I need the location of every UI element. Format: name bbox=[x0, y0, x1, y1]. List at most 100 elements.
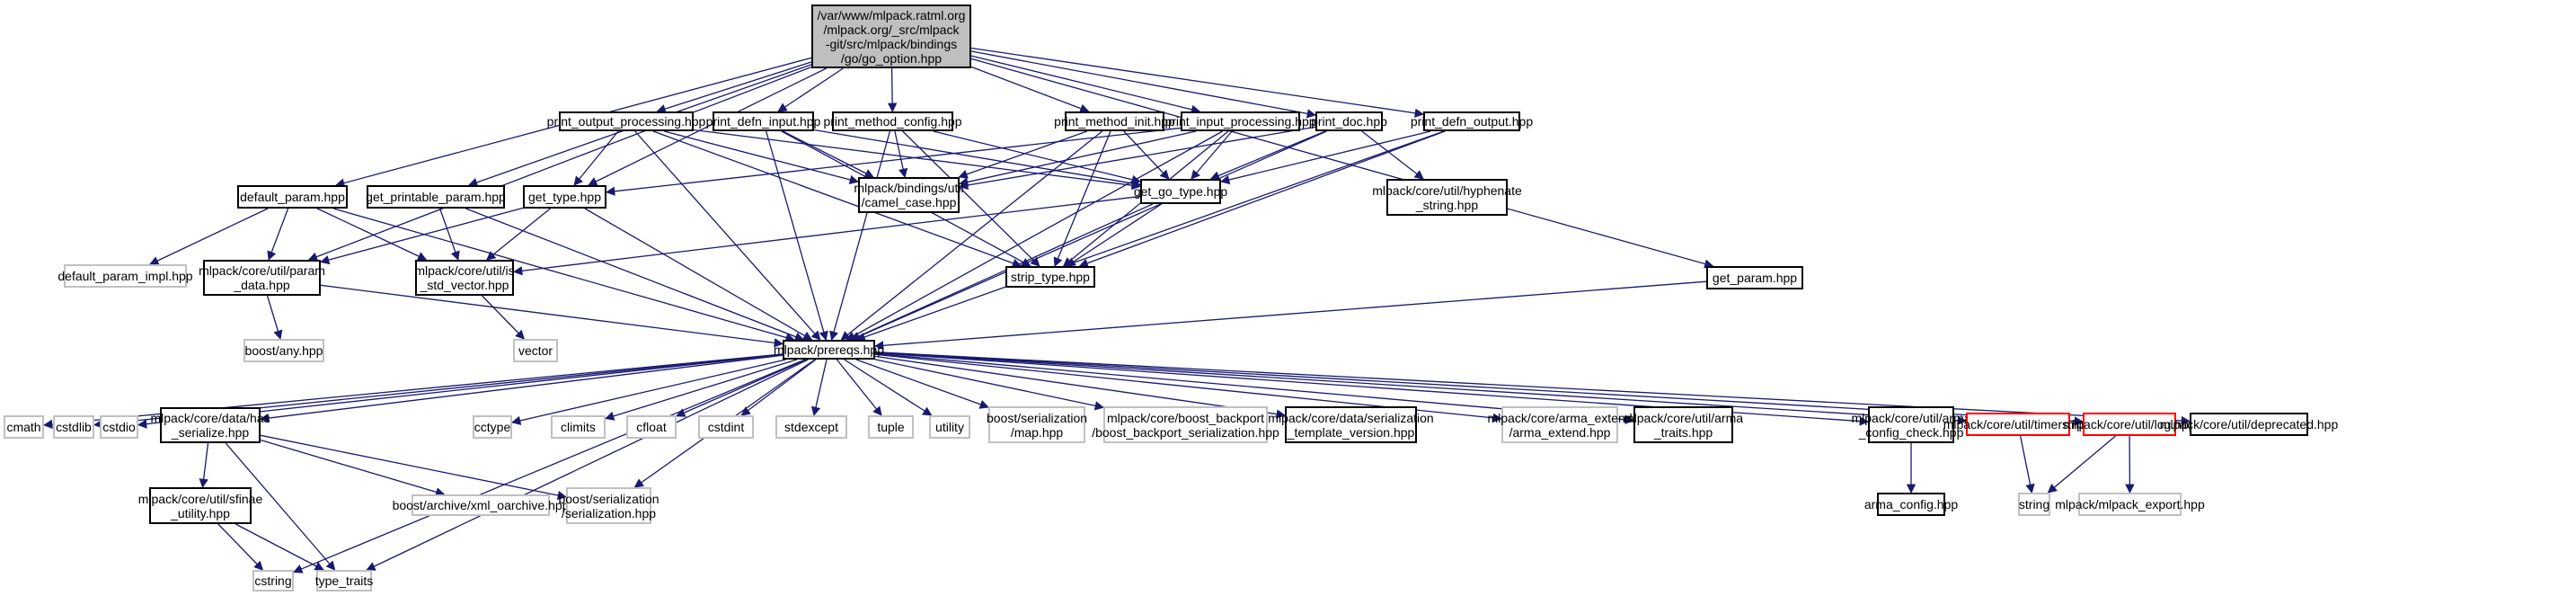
node-sfinae-utility[interactable]: mlpack/core/util/sfinae _utility.hpp bbox=[138, 487, 262, 524]
edge-prereqs-to-deprecated bbox=[874, 351, 2191, 426]
edge-print_method_config-to-get_go_type bbox=[933, 130, 1142, 184]
node-get-param[interactable]: get_param.hpp bbox=[1706, 266, 1803, 289]
node-cfloat[interactable]: cfloat bbox=[626, 415, 677, 439]
node-mlpack-export[interactable]: mlpack/mlpack_export.hpp bbox=[2055, 493, 2205, 516]
node-param-data[interactable]: mlpack/core/util/param _data.hpp bbox=[199, 260, 325, 296]
edge-print_method_config-to-strip_type bbox=[902, 130, 1040, 267]
edge-prereqs-to-boost_map bbox=[855, 359, 989, 409]
node-boost-map[interactable]: boost/serialization /map.hpp bbox=[987, 406, 1087, 443]
node-cstdint[interactable]: cstdint bbox=[698, 415, 754, 439]
node-root-go-option[interactable]: /var/www/mlpack.ratml.org /mlpack.org/_s… bbox=[811, 4, 971, 68]
node-deprecated[interactable]: mlpack/core/util/deprecated.hpp bbox=[2160, 413, 2338, 436]
edge-print_output_processing-to-strip_type bbox=[652, 130, 1022, 268]
edge-print_defn_input-to-prereqs bbox=[766, 130, 828, 341]
edge-default_param-to-default_param_impl bbox=[149, 208, 269, 265]
edge-default_param-to-is_std_vector bbox=[316, 208, 428, 261]
edge-prereqs-to-cctype bbox=[510, 359, 786, 425]
edge-print_doc-to-hyphenate_string bbox=[1361, 130, 1424, 180]
edge-get_param-to-prereqs bbox=[873, 280, 1707, 351]
edge-print_method_config-to-camel_case bbox=[894, 130, 908, 179]
edge-prereqs-to-cstring bbox=[293, 359, 806, 574]
node-get-type[interactable]: get_type.hpp bbox=[523, 185, 606, 209]
edge-log-to-string bbox=[2047, 435, 2116, 494]
edge-get_go_type-to-is_std_vector bbox=[512, 195, 1141, 276]
node-default-param[interactable]: default_param.hpp bbox=[237, 185, 348, 209]
edge-prereqs-to-cfloat bbox=[676, 359, 807, 417]
node-cmath[interactable]: cmath bbox=[4, 415, 44, 439]
node-xml-oarchive[interactable]: boost/archive/xml_oarchive.hpp bbox=[393, 494, 569, 516]
edge-print_defn_output-to-get_go_type bbox=[1219, 130, 1431, 185]
edge-print_input_processing-to-get_type bbox=[605, 127, 1182, 196]
edge-print_method_init-to-prereqs bbox=[840, 130, 1103, 341]
edge-is_std_vector-to-vector bbox=[482, 295, 526, 340]
node-cstring[interactable]: cstring bbox=[252, 570, 294, 592]
node-arma-traits[interactable]: mlpack/core/util/arma _traits.hpp bbox=[1624, 406, 1743, 443]
node-hyphenate-string[interactable]: mlpack/core/util/hyphenate _string.hpp bbox=[1372, 179, 1522, 216]
edge-timers-to-string bbox=[2019, 435, 2035, 494]
edge-print_output_processing-to-get_type bbox=[573, 130, 619, 186]
node-print-defn-input[interactable]: print_defn_input.hpp bbox=[706, 111, 820, 131]
node-camel-case[interactable]: mlpack/bindings/util /camel_case.hpp bbox=[854, 177, 964, 213]
edge-get_go_type-to-strip_type bbox=[1066, 203, 1162, 267]
node-type-traits[interactable]: type_traits bbox=[315, 570, 373, 592]
node-has-serialize[interactable]: mlpack/core/data/has _serialize.hpp bbox=[150, 407, 270, 443]
node-arma-config[interactable]: arma_config.hpp bbox=[1864, 493, 1958, 516]
edge-print_method_init-to-camel_case bbox=[958, 130, 1087, 179]
edge-print_doc-to-get_go_type bbox=[1209, 130, 1326, 181]
edge-prereqs-to-timers bbox=[874, 351, 1968, 425]
node-print-doc[interactable]: print_doc.hpp bbox=[1311, 111, 1387, 131]
node-vector[interactable]: vector bbox=[513, 339, 558, 362]
node-boost-backport[interactable]: mlpack/core/boost_backport /boost_backpo… bbox=[1092, 406, 1279, 443]
edge-sfinae_utility-to-type_traits bbox=[235, 523, 324, 571]
edge-has_serialize-to-type_traits bbox=[225, 442, 336, 571]
node-prereqs[interactable]: mlpack/prereqs.hpp bbox=[774, 340, 884, 360]
node-print-method-init[interactable]: print_method_init.hpp bbox=[1054, 111, 1175, 131]
node-boost-any[interactable]: boost/any.hpp bbox=[243, 339, 324, 362]
edge-root-to-print_defn_input bbox=[777, 67, 844, 112]
node-serialization-template-version[interactable]: mlpack/core/data/serialization _template… bbox=[1268, 406, 1434, 443]
edge-get_type-to-is_std_vector bbox=[485, 208, 551, 261]
edge-root-to-print_doc bbox=[970, 50, 1317, 119]
edge-default_param-to-prereqs bbox=[332, 208, 795, 342]
node-get-go-type[interactable]: get_go_type.hpp bbox=[1134, 179, 1227, 204]
node-boost-serialization[interactable]: boost/serialization /serialization.hpp bbox=[558, 487, 659, 524]
edge-prereqs-to-type_traits bbox=[366, 359, 809, 571]
node-default-param-impl[interactable]: default_param_impl.hpp bbox=[58, 264, 193, 288]
node-arma-config-check[interactable]: mlpack/core/util/arma _config_check.hpp bbox=[1851, 406, 1971, 443]
node-print-output-processing[interactable]: print_output_processing.hpp bbox=[547, 111, 705, 131]
edge-prereqs-to-has_serialize bbox=[259, 354, 783, 423]
edge-print_defn_input-to-get_go_type bbox=[813, 129, 1142, 189]
edge-prereqs-to-boost_backport bbox=[874, 359, 1105, 411]
node-string[interactable]: string bbox=[2018, 493, 2050, 516]
edge-root-to-print_input_processing bbox=[970, 55, 1201, 114]
node-cstdlib[interactable]: cstdlib bbox=[53, 415, 94, 439]
node-get-printable-param[interactable]: get_printable_param.hpp bbox=[366, 185, 506, 209]
node-arma-extend[interactable]: mlpack/core/arma_extend /arma_extend.hpp bbox=[1487, 406, 1633, 443]
node-utility[interactable]: utility bbox=[929, 415, 970, 439]
edge-prereqs-to-stdexcept bbox=[810, 359, 828, 417]
edge-prereqs-to-tuple bbox=[836, 359, 882, 416]
node-cctype[interactable]: cctype bbox=[473, 415, 512, 439]
node-print-method-config[interactable]: print_method_config.hpp bbox=[823, 111, 962, 131]
edge-prereqs-to-utility bbox=[844, 359, 933, 416]
edge-print_doc-to-camel_case bbox=[958, 126, 1316, 191]
node-climits[interactable]: climits bbox=[551, 415, 606, 439]
node-timers[interactable]: mlpack/core/util/timers.hpp bbox=[1943, 413, 2093, 436]
node-print-defn-output[interactable]: print_defn_output.hpp bbox=[1411, 111, 1533, 131]
node-cstdio[interactable]: cstdio bbox=[100, 415, 138, 439]
node-is-std-vector[interactable]: mlpack/core/util/is _std_vector.hpp bbox=[414, 260, 515, 296]
node-stdexcept[interactable]: stdexcept bbox=[775, 415, 847, 439]
node-strip-type[interactable]: strip_type.hpp bbox=[1005, 266, 1095, 288]
node-print-input-processing[interactable]: print_input_processing.hpp bbox=[1164, 111, 1316, 131]
edge-print_method_init-to-strip_type bbox=[1053, 130, 1111, 267]
edge-default_param-to-param_data bbox=[267, 208, 289, 261]
node-log[interactable]: mlpack/core/util/log.hpp bbox=[2063, 413, 2196, 436]
edge-root-to-get_param bbox=[970, 58, 1714, 269]
node-tuple[interactable]: tuple bbox=[868, 415, 914, 439]
edge-root-to-print_method_config bbox=[887, 67, 898, 113]
edge-has_serialize-to-xml_oarchive bbox=[260, 439, 446, 497]
edge-print_output_processing-to-prereqs bbox=[634, 130, 821, 341]
edge-prereqs-to-climits bbox=[605, 359, 798, 421]
edge-sfinae_utility-to-cstring bbox=[217, 523, 264, 571]
